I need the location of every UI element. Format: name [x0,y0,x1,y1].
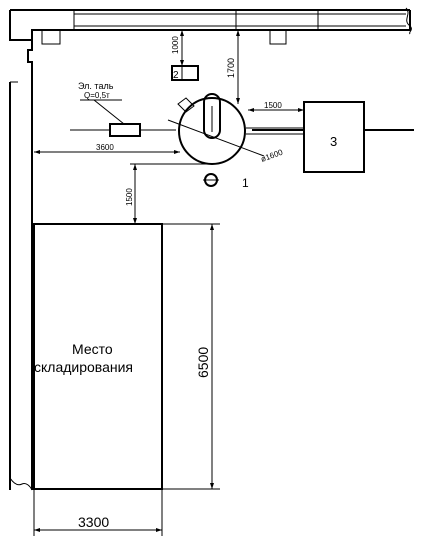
dim-6500-label: 6500 [195,347,211,378]
machine-1: ø1600 1 [167,93,304,190]
dim-1500-right-label: 1500 [264,101,282,110]
storage-area: Место складирования [33,223,163,490]
dim-3600-label: 3600 [96,143,114,152]
dim-1500-right: 1500 [248,101,304,112]
box-2-number: 2 [173,70,179,81]
dim-1700-label: 1700 [226,58,236,78]
equipment-3-number: 3 [330,134,337,149]
hoist-capacity: Q=0,5т [84,91,110,100]
dim-1500-down-label: 1500 [125,188,134,206]
storage-label-line1: Место [72,341,113,357]
dim-1000: 1000 [171,30,184,66]
dim-3600: 3600 [34,143,180,154]
top-wall [9,7,412,45]
dim-6500: 6500 [162,223,220,490]
hoist-name: Эл. таль [78,81,114,91]
dim-1500-down: 1500 [125,163,212,224]
left-wall [9,40,33,491]
box-2: 2 [171,65,199,81]
equipment-3: 3 [252,101,414,173]
dim-1000-label: 1000 [171,36,180,54]
dim-3300-label: 3300 [78,514,109,530]
dim-1700: 1700 [226,30,240,104]
electric-hoist: Эл. таль Q=0,5т [70,81,176,137]
machine-1-number: 1 [242,176,249,190]
dim-3300: 3300 [33,489,163,536]
storage-label-line2: складирования [34,359,133,375]
diameter-label: ø1600 [260,147,285,163]
